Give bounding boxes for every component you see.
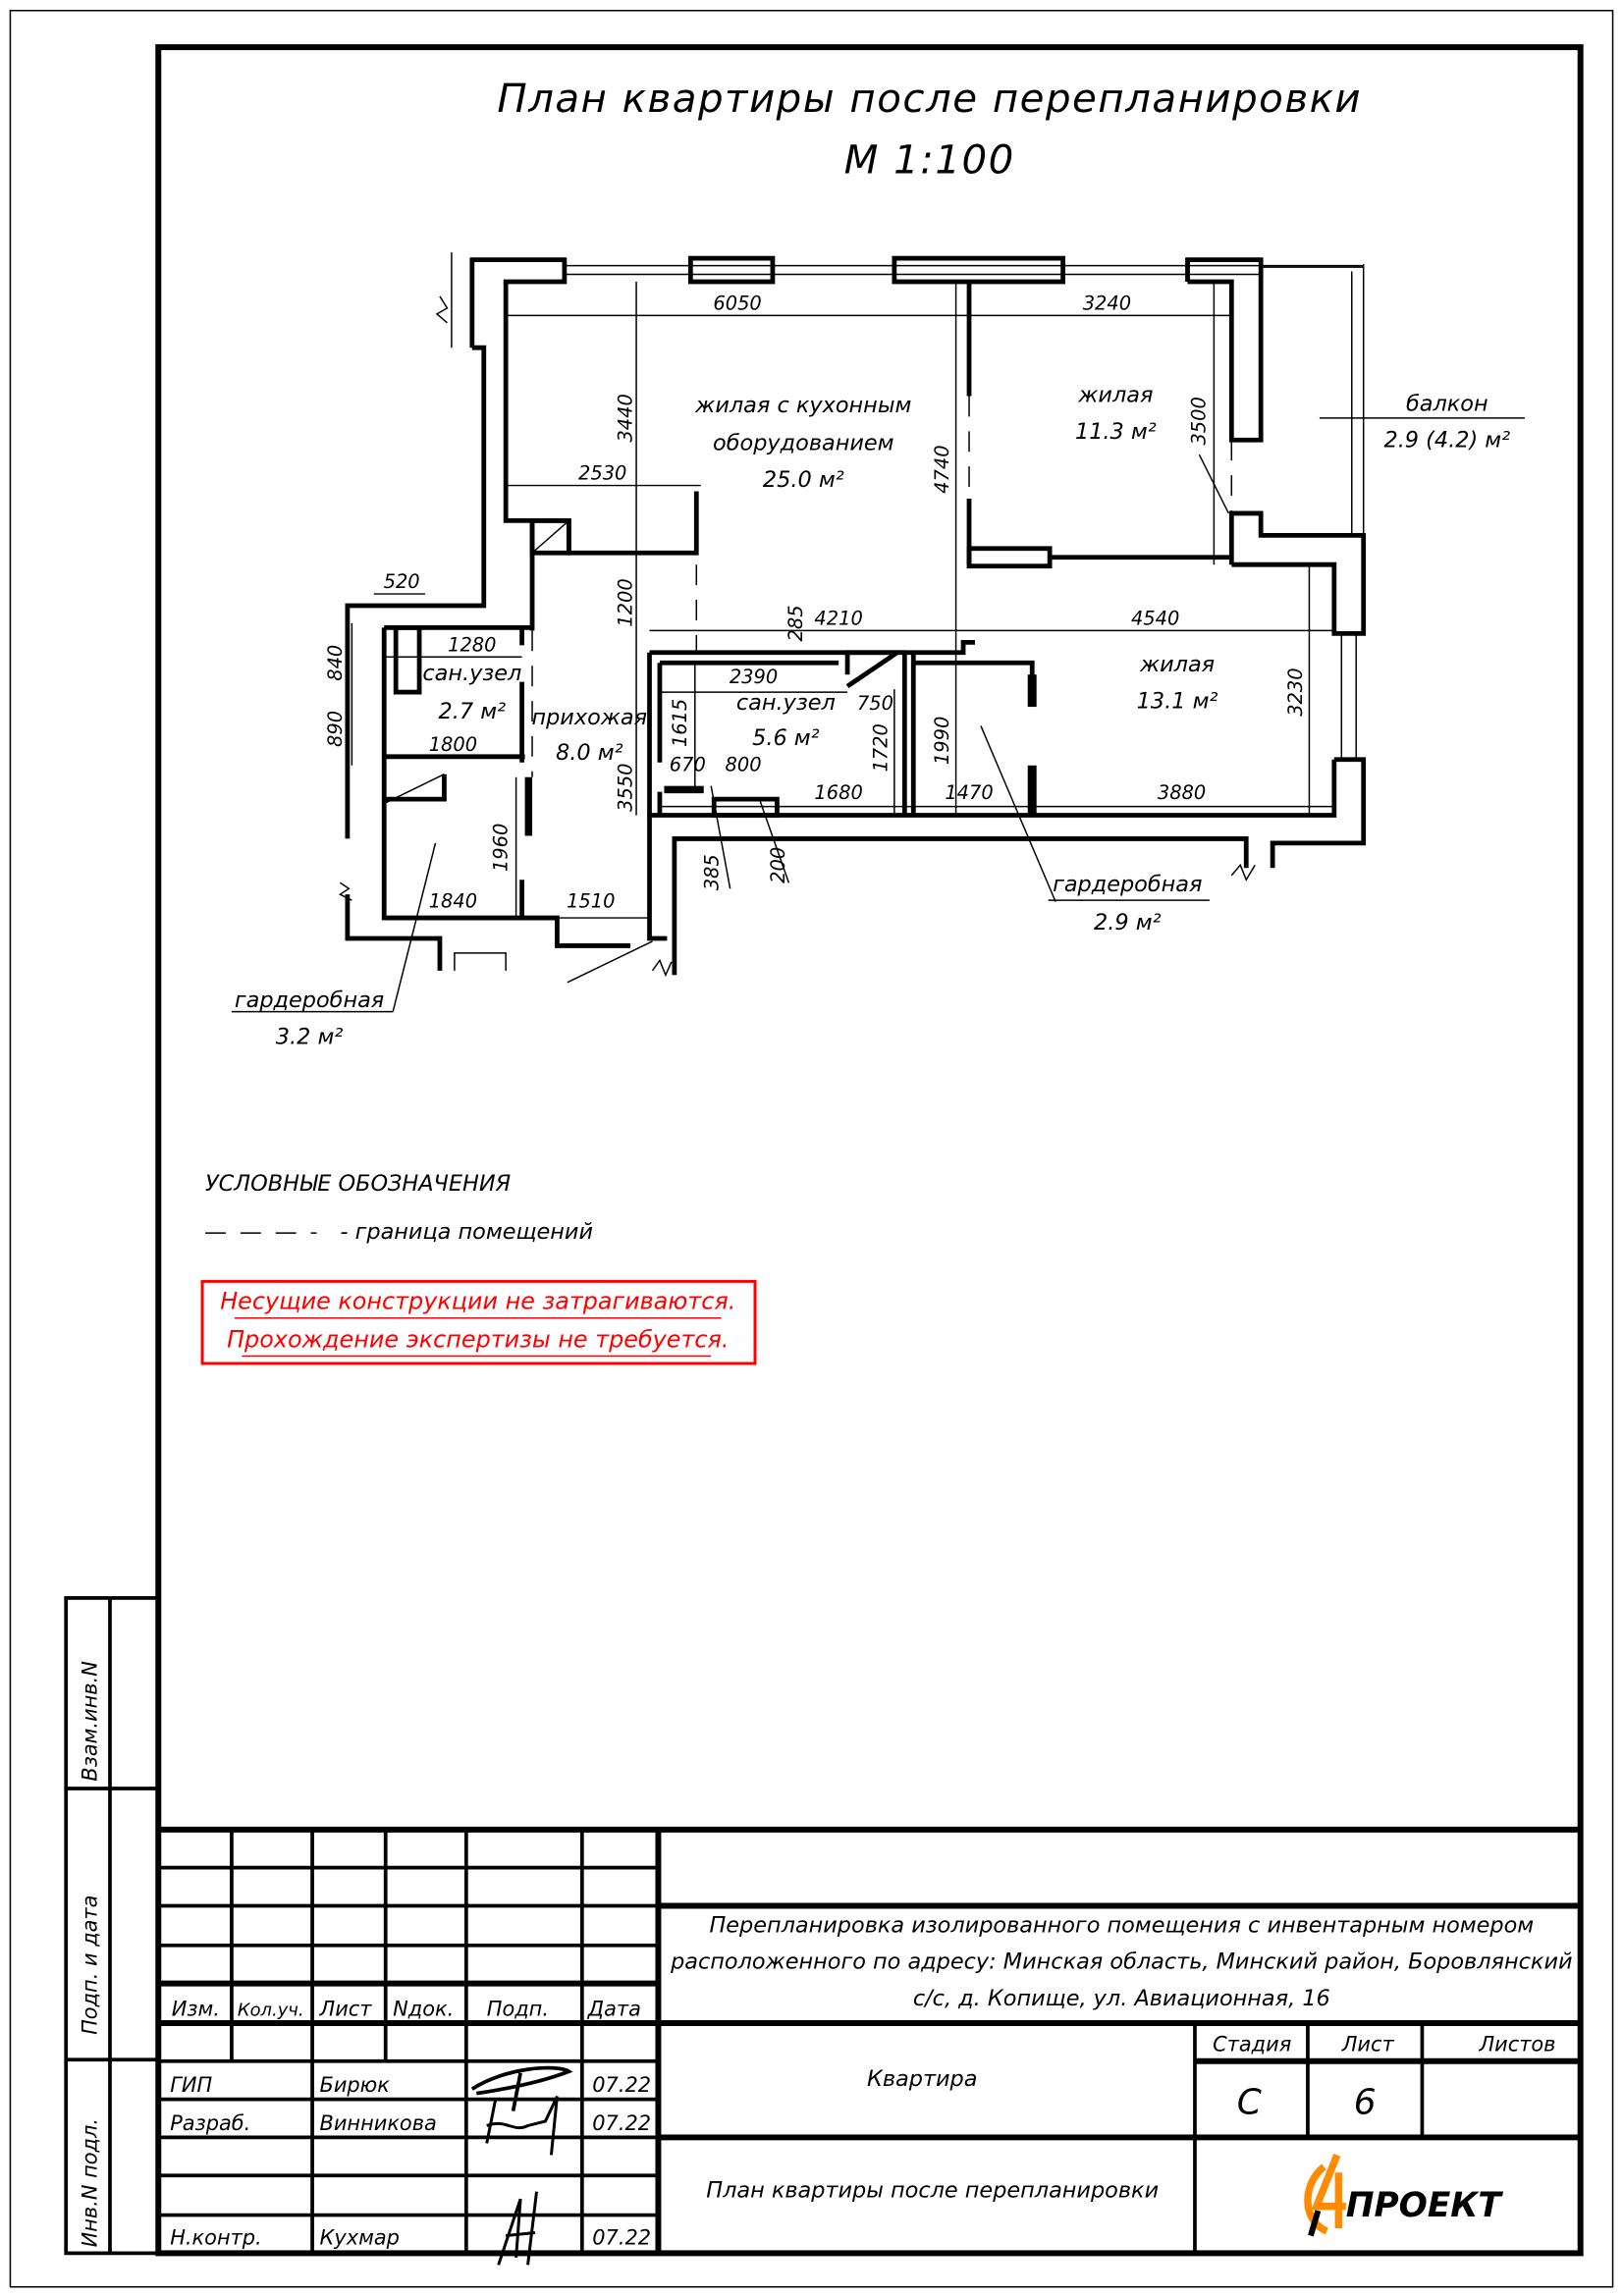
dim-label: 1200 — [615, 578, 637, 626]
col-header-izm: Изм. — [172, 1997, 220, 2020]
room-area-balcony: 2.9 (4.2) м² — [1383, 428, 1510, 454]
stamp-podp: Подп. и дата — [79, 1896, 102, 2035]
dim-label: 385 — [701, 854, 724, 890]
col-header-list: Лист — [319, 1997, 373, 2020]
name-norm-control: Кухмар — [320, 2225, 400, 2249]
sheet-label: Лист — [1341, 2032, 1395, 2056]
date-norm-control: 07.22 — [592, 2225, 651, 2249]
sheets-label: Листов — [1478, 2032, 1555, 2056]
notice-box — [200, 1279, 757, 1365]
project-description: Перепланировка изолированного помещения … — [709, 1912, 1534, 1938]
notice-line-2: Прохождение экспертизы не требуется. — [227, 1326, 729, 1354]
room-area-living-2: 13.1 м² — [1137, 689, 1218, 715]
room-area-kitchen-living: 25.0 м² — [763, 467, 844, 493]
room-label-wardrobe-1: гардеробная — [1053, 872, 1202, 897]
sheet-title: План квартиры после перепланировки — [706, 2178, 1159, 2204]
floor-plan: жилая с кухонным оборудованием 25.0 м² ж… — [231, 252, 1525, 1049]
dim-label: 3240 — [1083, 292, 1131, 314]
drawing-title: План квартиры после перепланировки — [497, 76, 1362, 122]
room-label-living-2: жилая — [1139, 652, 1215, 677]
drawing-scale: М 1:100 — [844, 137, 1015, 184]
logo-mark-icon — [1304, 2153, 1346, 2235]
dim-label: 3440 — [615, 394, 637, 442]
col-header-podp: Подп. — [487, 1997, 549, 2020]
dim-label: 1470 — [945, 781, 993, 804]
room-label-wc-1: сан.узел — [422, 661, 521, 686]
dim-label: 1615 — [669, 699, 691, 747]
name-gip: Бирюк — [320, 2073, 391, 2097]
project-description: с/с, д. Копище, ул. Авиационная, 16 — [913, 1986, 1330, 2011]
dim-label: 3880 — [1158, 781, 1206, 804]
dim-label: 3550 — [615, 763, 637, 811]
dim-label: 1280 — [448, 633, 496, 656]
name-developer: Винникова — [320, 2111, 437, 2135]
dim-label: 3230 — [1284, 667, 1307, 716]
sheet-value: 6 — [1354, 2083, 1377, 2123]
signature-developer — [485, 2095, 559, 2156]
logo-text: ПРОЕКТ — [1346, 2186, 1504, 2225]
signature-norm-control — [497, 2191, 539, 2266]
title-block: Изм. Кол.уч. Лист Nдок. Подп. Дата ГИП Б… — [158, 1826, 1581, 2266]
room-label-hall: прихожая — [531, 705, 647, 730]
room-area-wardrobe-2: 3.2 м² — [276, 1024, 344, 1049]
room-label-kitchen-living: жилая с кухонным — [694, 393, 911, 418]
role-developer: Разраб. — [170, 2111, 250, 2135]
room-label-wardrobe-2: гардеробная — [235, 988, 384, 1013]
stamp-vzam: Взам.инв.N — [79, 1661, 102, 1782]
col-header-date: Дата — [587, 1997, 641, 2020]
outer-border — [9, 10, 1614, 2288]
object-name: Квартира — [867, 2066, 977, 2092]
room-area-wc-2: 5.6 м² — [752, 725, 820, 751]
role-gip: ГИП — [170, 2073, 212, 2097]
room-label-balcony: балкон — [1406, 391, 1488, 416]
date-developer: 07.22 — [592, 2111, 651, 2135]
dim-label: 890 — [324, 711, 347, 747]
col-header-kol: Кол.уч. — [238, 2000, 304, 2020]
project-description: расположенного по адресу: Минская област… — [670, 1949, 1572, 1975]
dim-label: 4740 — [931, 445, 953, 493]
date-gip: 07.22 — [592, 2073, 651, 2097]
room-label-kitchen-living: оборудованием — [713, 431, 894, 456]
dim-label: 1800 — [429, 733, 477, 756]
dim-label: 4540 — [1131, 607, 1179, 629]
stage-value: С — [1237, 2083, 1262, 2123]
dim-label: 750 — [857, 692, 893, 715]
drawing-frame — [155, 44, 1584, 2257]
col-header-ndok: Nдок. — [393, 1997, 454, 2020]
dim-label: 2530 — [578, 462, 626, 485]
dim-label: 285 — [784, 605, 807, 641]
dim-label: 6050 — [713, 292, 761, 314]
room-area-wc-1: 2.7 м² — [439, 699, 507, 724]
dim-label: 1720 — [869, 723, 892, 772]
room-area-living-1: 11.3 м² — [1075, 419, 1157, 445]
dim-label: 1990 — [931, 717, 953, 765]
dim-label: 1960 — [490, 824, 513, 872]
dim-label: 800 — [726, 754, 762, 776]
side-stamp: Взам.инв.N Подп. и дата Инв.N подл. — [64, 1596, 161, 2256]
stamp-inv: Инв.N подл. — [79, 2118, 102, 2247]
dim-label: 670 — [670, 754, 706, 776]
dim-label: 4210 — [814, 607, 862, 629]
dim-label: 1510 — [567, 890, 615, 913]
dim-label: 1680 — [814, 781, 862, 804]
room-area-wardrobe-1: 2.9 м² — [1094, 910, 1162, 935]
room-label-living-1: жилая — [1077, 382, 1153, 407]
notice-line-1: Несущие конструкции не затрагиваются. — [220, 1288, 735, 1315]
dim-label: 2390 — [730, 666, 778, 688]
signature-gip — [470, 2065, 573, 2111]
company-logo: ПРОЕКТ — [1304, 2153, 1504, 2237]
dimension-labels: 6050 3240 2530 520 1280 4210 4540 2390 7… — [324, 292, 1307, 912]
role-norm-control: Н.контр. — [170, 2225, 261, 2249]
dim-label: 520 — [384, 570, 420, 593]
legend-item: - граница помещений — [340, 1219, 593, 1245]
dim-label: 1840 — [429, 890, 477, 913]
room-area-hall: 8.0 м² — [556, 740, 623, 766]
dim-label: 3500 — [1187, 397, 1210, 445]
legend-heading: УСЛОВНЫЕ ОБОЗНАЧЕНИЯ — [205, 1171, 511, 1197]
stage-label: Стадия — [1213, 2032, 1291, 2056]
dim-label: 840 — [324, 645, 347, 681]
room-label-wc-2: сан.узел — [736, 690, 836, 716]
dim-label: 200 — [767, 847, 789, 883]
